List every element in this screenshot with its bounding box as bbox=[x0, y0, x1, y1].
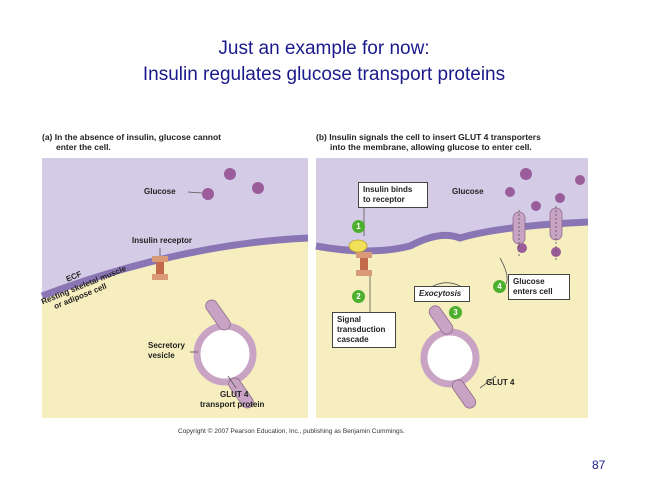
glucose-enters-line2: enters cell bbox=[513, 287, 553, 296]
glucose-label-b: Glucose bbox=[452, 187, 484, 196]
slide-title: Just an example for now: Insulin regulat… bbox=[0, 36, 648, 88]
signal-line1: Signal bbox=[337, 315, 362, 324]
panel-b-caption-line1: (b) Insulin signals the cell to insert G… bbox=[316, 132, 541, 142]
panel-b-caption-line2: into the membrane, allowing glucose to e… bbox=[330, 142, 532, 152]
step-2-marker: 2 bbox=[352, 290, 365, 303]
panel-a-caption-line2: enter the cell. bbox=[56, 142, 111, 152]
insulin-binds-line1: Insulin binds bbox=[363, 185, 413, 194]
glucose-enters-line1: Glucose bbox=[513, 277, 545, 286]
step-1-marker: 1 bbox=[352, 220, 365, 233]
glucose-molecule bbox=[252, 182, 264, 194]
panel-a-art bbox=[40, 158, 309, 418]
signal-line3: cascade bbox=[337, 335, 369, 344]
panel-a-caption-line1: (a) In the absence of insulin, glucose c… bbox=[42, 132, 221, 142]
glut4-a-line1: GLUT 4 bbox=[220, 390, 249, 399]
step-4-marker: 4 bbox=[493, 280, 506, 293]
page-number: 87 bbox=[592, 458, 606, 472]
secretory-vesicle-label: Secretory vesicle bbox=[148, 341, 185, 361]
signal-cascade-box: Signal transduction cascade bbox=[332, 312, 396, 348]
glut4-label-a: GLUT 4 transport protein bbox=[200, 390, 264, 410]
insulin-receptor-label: Insulin receptor bbox=[132, 236, 193, 245]
insulin-glut4-figure: (a) In the absence of insulin, glucose c… bbox=[40, 126, 589, 418]
glucose-enters-box: Glucose enters cell bbox=[508, 274, 570, 300]
glucose-molecule bbox=[202, 188, 214, 200]
glucose-label-a: Glucose bbox=[144, 187, 176, 196]
title-line-2: Insulin regulates glucose transport prot… bbox=[142, 64, 506, 85]
signal-line2: transduction bbox=[337, 325, 386, 334]
panel-a-caption: (a) In the absence of insulin, glucose c… bbox=[42, 132, 221, 152]
glucose-molecule bbox=[224, 168, 236, 180]
insulin-binds-box: Insulin binds to receptor bbox=[358, 182, 428, 208]
step-3-marker: 3 bbox=[449, 306, 462, 319]
insulin-binds-line2: to receptor bbox=[363, 195, 405, 204]
exocytosis-box: Exocytosis bbox=[414, 286, 470, 302]
title-line-1: Just an example for now: bbox=[218, 38, 430, 59]
copyright-notice: Copyright © 2007 Pearson Education, Inc.… bbox=[178, 428, 405, 435]
glut4-label-b: GLUT 4 bbox=[486, 378, 515, 387]
secretory-line1: Secretory bbox=[148, 341, 185, 350]
secretory-line2: vesicle bbox=[148, 351, 175, 360]
panel-b-caption: (b) Insulin signals the cell to insert G… bbox=[316, 132, 541, 152]
glut4-a-line2: transport protein bbox=[200, 400, 265, 409]
